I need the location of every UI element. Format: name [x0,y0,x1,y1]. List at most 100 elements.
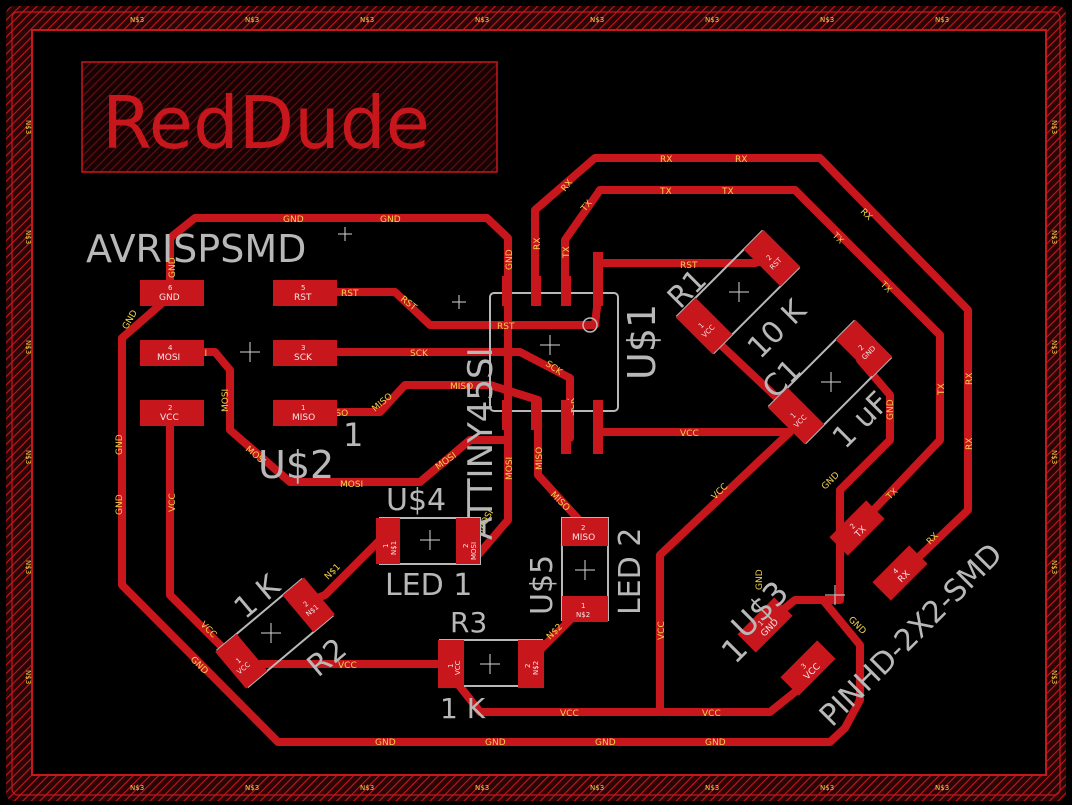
resistor-r3-name: R3 [450,606,487,639]
svg-text:GND: GND [755,569,765,590]
component-origin-marks [240,227,845,674]
pad-ftdi-4: 4 RX [872,545,928,601]
svg-text:MOSI: MOSI [340,480,363,490]
svg-text:GND: GND [595,738,616,748]
pad-ftdi-2: 2 TX [829,500,885,556]
resistor-r3-value: 1 K [440,692,486,725]
svg-text:RX: RX [735,155,747,165]
svg-text:N$3: N$3 [1050,560,1058,574]
ic-u1-value: ATTINY45SI [461,347,501,540]
trace-gnd-ftdi [819,596,864,732]
svg-text:MISO: MISO [292,413,315,423]
svg-text:VCC: VCC [702,709,721,719]
board-title: RedDude [102,81,430,165]
svg-text:VCC: VCC [657,621,667,640]
svg-text:VCC: VCC [680,429,699,439]
svg-text:RST: RST [341,289,359,299]
isp-header-u2: AVRISPSMD U$2 1 6 GND 5 RST 4 MOSI 3 SCK… [86,227,363,487]
svg-text:RST: RST [294,293,312,303]
svg-text:N$3: N$3 [24,340,32,354]
svg-text:SCK: SCK [567,397,577,416]
svg-text:N$3: N$3 [24,230,32,244]
trace-rst-isp [301,288,602,329]
led-u4-value: LED 1 [385,568,472,603]
isp-header-label: AVRISPSMD [86,227,306,271]
trace-mosi-led [474,436,512,559]
svg-text:N$2: N$2 [532,661,540,675]
svg-text:1: 1 [234,656,243,665]
svg-text:N$1: N$1 [390,541,398,555]
svg-text:N$3: N$3 [820,16,834,24]
board-title-block: RedDude [81,61,498,173]
svg-text:N$3: N$3 [24,560,32,574]
svg-text:N$3: N$3 [935,16,949,24]
svg-text:SCK: SCK [294,353,313,363]
resistor-r1: 1 VCC 2 RST [675,229,801,355]
svg-text:GND: GND [505,249,515,270]
svg-text:TX: TX [562,246,572,259]
svg-text:TX: TX [721,187,734,197]
trace-tx [561,186,944,539]
svg-text:4: 4 [892,567,901,576]
svg-text:SCK: SCK [410,349,429,359]
pad-isp-3: 3 SCK [273,340,337,366]
svg-text:VCC: VCC [338,661,357,671]
svg-text:N$3: N$3 [24,120,32,134]
svg-text:N$3: N$3 [24,670,32,684]
svg-text:5: 5 [301,284,305,292]
led-u4: 1 N$1 2 MOSI U$4 LED 1 [376,483,481,603]
svg-text:RST: RST [497,322,515,332]
led-u5-name: U$5 [525,555,560,615]
svg-text:GND: GND [283,215,304,225]
svg-text:RST: RST [680,261,698,271]
svg-text:N$3: N$3 [24,450,32,464]
svg-text:N$3: N$3 [130,784,144,792]
svg-text:2: 2 [168,404,172,412]
svg-text:N$3: N$3 [475,16,489,24]
svg-text:1: 1 [757,619,766,628]
svg-text:N$3: N$3 [1050,120,1058,134]
ic-u1-name: U$1 [620,304,664,380]
isp-pin1-marker: 1 [343,416,363,454]
trace-vcc-main [596,428,804,716]
svg-text:3: 3 [800,662,809,671]
trace-vcc-isp [166,408,249,674]
svg-text:RX: RX [965,438,975,450]
capacitor-c1: 1 VCC 2 GND [767,319,893,445]
svg-text:2: 2 [581,524,585,532]
svg-text:N$3: N$3 [475,784,489,792]
svg-text:N$3: N$3 [1050,450,1058,464]
svg-text:1: 1 [697,321,706,330]
svg-text:4: 4 [168,344,173,352]
svg-text:TX: TX [937,383,947,396]
svg-text:MOSI: MOSI [157,353,180,363]
svg-text:2: 2 [524,664,532,668]
svg-text:N$3: N$3 [1050,230,1058,244]
resistor-r3: 1 VCC 2 N$2 R3 1 K [438,606,544,725]
svg-text:RX: RX [533,238,543,250]
svg-text:N$2: N$2 [576,611,590,619]
svg-text:TX: TX [659,187,672,197]
svg-text:2: 2 [462,544,470,548]
svg-text:N$3: N$3 [360,784,374,792]
svg-text:MOSI: MOSI [221,389,231,412]
svg-text:GND: GND [886,399,896,420]
svg-text:6: 6 [168,284,173,292]
trace-rx [531,154,972,579]
trace-vcc-r3b [454,680,664,716]
svg-text:1: 1 [447,664,455,668]
svg-text:1: 1 [301,404,305,412]
svg-text:2: 2 [302,600,311,609]
pad-isp-6: 6 GND [140,280,204,306]
svg-text:MOSI: MOSI [505,457,515,480]
svg-text:N$3: N$3 [705,784,719,792]
svg-text:N$3: N$3 [590,16,604,24]
pad-isp-1: 1 MISO [273,400,337,426]
svg-text:MOSI: MOSI [470,542,478,560]
svg-text:1: 1 [382,544,390,548]
pad-isp-4: 4 MOSI [140,340,204,366]
resistor-r2: 1 VCC 2 N$1 [215,577,335,689]
svg-text:N$3: N$3 [245,784,259,792]
svg-text:GND: GND [380,215,401,225]
